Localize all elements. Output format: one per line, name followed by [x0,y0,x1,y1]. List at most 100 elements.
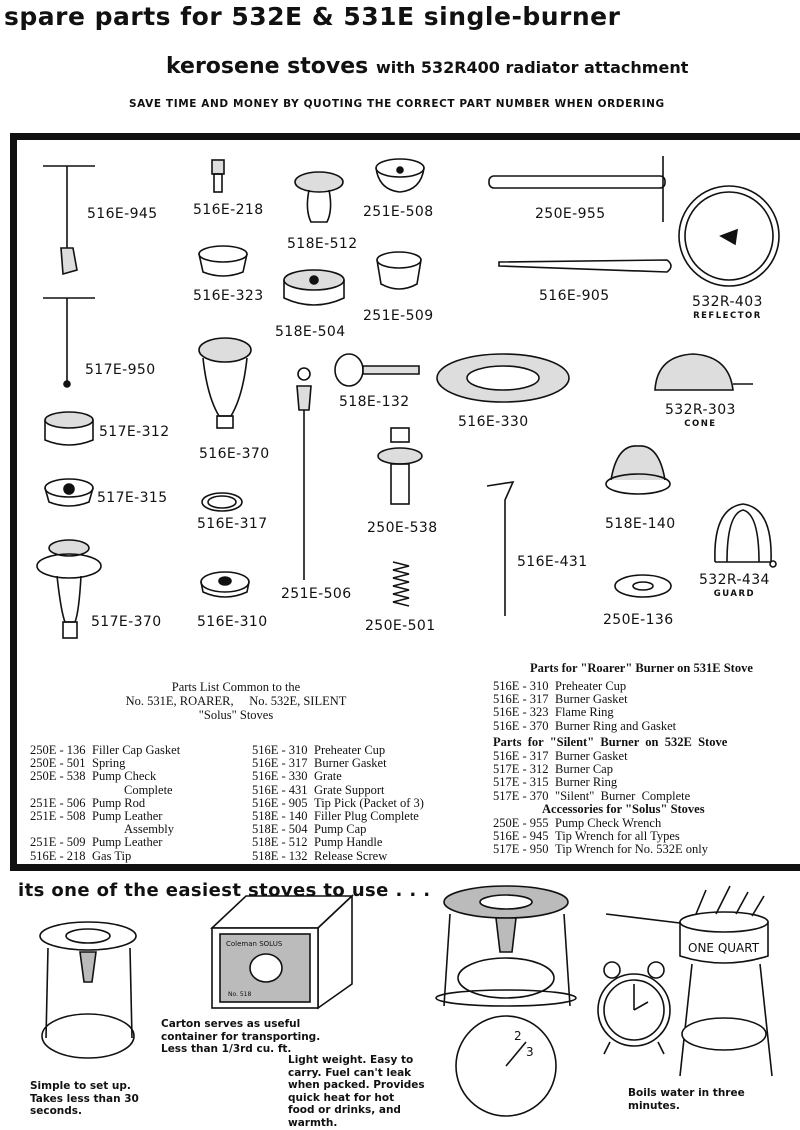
label-517e370: 517E-370 [91,614,162,630]
carton-illustration: Coleman SOLUS No. 518 [209,894,355,1010]
flame-ring-drawing [198,245,248,277]
label-516e310: 516E-310 [197,614,268,630]
part-description: Grate Support [314,782,385,797]
parts-list-row: 516E - 310 Preheater Cup [252,743,428,757]
part-description: Tip Wrench for all Types [555,829,680,844]
part-number: 518E - 504 [252,822,308,837]
grate-support-drawing [486,480,515,616]
part-description: Burner Ring [555,775,618,790]
part-description: Pump Check Wrench [555,816,662,830]
part-number: 518E - 140 [252,809,308,824]
part-description: Preheater Cup [555,679,627,693]
label-251e508: 251E-508 [363,204,434,220]
pump-cap-drawing [283,269,345,306]
label-250e538: 250E-538 [367,520,438,536]
cone-drawing [654,353,753,391]
part-number: 516E - 310 [252,743,308,757]
part-number: 251E - 509 [30,835,86,850]
part-number: 517E - 312 [493,762,549,777]
label-517e950: 517E-950 [85,362,156,378]
part-number: 516E - 905 [252,795,308,810]
part-number: 516E - 218 [30,848,86,863]
caption-cone: CONE [684,419,717,429]
reflector-drawing [678,185,780,287]
filler-plug-drawing [605,445,671,495]
part-description: Pump Leather [92,809,163,824]
part-number: 517E - 950 [493,842,549,857]
part-description: Pump Handle [314,835,383,850]
label-518e140: 518E-140 [605,516,676,532]
silent-burner-complete-drawing [36,539,102,639]
caption-light-weight: Light weight. Easy to carry. Fuel can't … [288,1054,425,1129]
burner-gasket-drawing [201,492,243,512]
part-number: 251E - 508 [30,809,86,824]
parts-list-row: 517E - 370"Silent" Burner Complete [493,788,694,803]
burner-ring-gasket-drawing [198,337,252,429]
parts-list-row: Complete [30,783,184,797]
label-516e431: 516E-431 [517,554,588,570]
part-description: Pump Check [92,769,157,784]
stove-on-scale-illustration: 23 [435,885,577,1117]
label-532r403: 532R-403 REFLECTOR [692,294,763,321]
label-517e312: 517E-312 [99,424,170,440]
parts-list-row: 516E - 218 Gas Tip [30,848,184,863]
label-516e945: 516E-945 [87,206,158,222]
part-description: Preheater Cup [314,743,386,757]
guard-drawing [714,503,777,568]
part-description: Filler Cap Gasket [92,743,181,757]
burner-ring-drawing [44,478,94,507]
part-description: Tip Pick (Packet of 3) [314,795,424,810]
label-516e218: 516E-218 [193,202,264,218]
pump-leather-assembly-drawing [375,158,425,193]
burner-cap-drawing [44,411,94,446]
label-250e955: 250E-955 [535,206,606,222]
part-description: Grate [314,769,342,784]
roarer-heading: Parts for "Roarer" Burner on 531E Stove [530,661,753,675]
title-line-2: kerosene stoves with 532R400 radiator at… [166,54,688,79]
title-line-2-rest: with 532R400 radiator attachment [375,58,689,77]
caption-boils: Boils water in three minutes. [628,1087,745,1112]
svg-text:3: 3 [526,1045,534,1059]
pump-check-wrench-drawing [488,156,666,222]
part-description: Assembly [124,822,174,837]
pump-rod-drawing [296,367,312,580]
part-number: 518E - 512 [252,835,308,850]
label-251e506: 251E-506 [281,586,352,602]
part-description: Tip Wrench for No. 532E only [555,842,708,857]
label-516e317: 516E-317 [197,516,268,532]
label-518e512: 518E-512 [287,236,358,252]
part-number: 516E - 370 [493,718,549,733]
part-number [30,784,92,797]
part-description: Gas Tip [92,848,132,863]
part-number: 518E - 132 [252,848,308,863]
label-517e315: 517E-315 [97,490,168,506]
part-description: Flame Ring [555,705,614,720]
part-number: 516E - 330 [252,769,308,784]
parts-list-row: 516E - 905 Tip Pick (Packet of 3) [252,795,428,810]
parts-list-row: 516E - 330 Grate [252,770,428,783]
part-description: "Silent" Burner Complete [555,788,691,803]
carton-brand: Coleman SOLUS [226,940,283,948]
pump-leather-drawing [376,251,422,290]
grate-drawing [436,353,570,403]
caption-carton: Carton serves as useful container for tr… [161,1018,321,1055]
part-number: 516E - 431 [252,782,308,797]
label-532r434: 532R-434 GUARD [699,572,770,599]
parts-list-row: 518E - 512 Pump Handle [252,836,428,849]
label-518e132: 518E-132 [339,394,410,410]
subtitle: SAVE TIME AND MONEY BY QUOTING THE CORRE… [129,98,665,110]
label-516e370: 516E-370 [199,446,270,462]
